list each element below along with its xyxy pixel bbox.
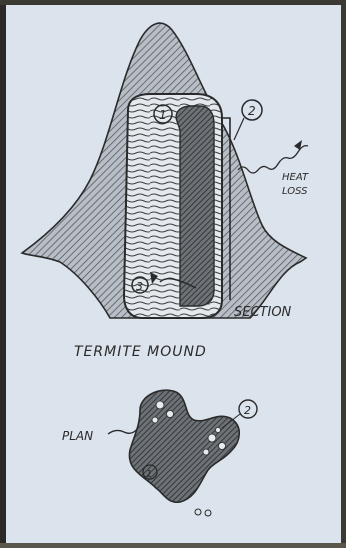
marker-2-leader (234, 118, 244, 140)
heat-label-line2: LOSS (282, 186, 308, 197)
plan-hole (208, 434, 216, 442)
plan-label: PLAN (62, 429, 93, 443)
plan-hole (156, 401, 164, 409)
plan-small-blob (205, 510, 211, 516)
heat-loss-arrow (238, 146, 308, 173)
marker-3-label: 3 (136, 280, 143, 293)
heat-label-line1: HEAT (282, 172, 309, 183)
plan-label-leader (108, 428, 138, 434)
plan-hole (152, 417, 158, 423)
plan-small-blob (195, 509, 201, 515)
figure-title: TERMITE MOUND (74, 344, 207, 360)
plan-marker-1-label: 1 (146, 469, 152, 480)
plan-marker-2-label: 2 (244, 404, 251, 417)
marker-2-label: 2 (248, 104, 256, 118)
plan-hole (167, 411, 174, 418)
section-label: SECTION (234, 305, 292, 320)
mound-inner-duct (176, 106, 214, 306)
plan-hole (203, 449, 209, 455)
plan-hole (219, 443, 226, 450)
plan-hole (215, 427, 220, 432)
marker-1-label: 1 (159, 108, 167, 122)
